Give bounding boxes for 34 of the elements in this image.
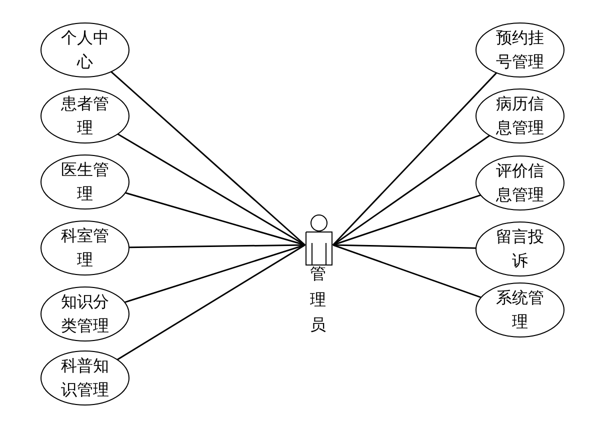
use-case-label: 知识分类管理 (60, 291, 110, 337)
association-line (332, 244, 482, 298)
actor-label: 管理员 (310, 263, 326, 336)
use-case-ellipse (475, 22, 565, 78)
use-case-ellipse (40, 88, 130, 144)
association-line (332, 134, 490, 246)
association-line (124, 244, 306, 304)
use-case-ellipse (40, 154, 130, 210)
use-case-ellipse (40, 22, 130, 78)
use-case-ellipse (475, 155, 565, 211)
association-line (332, 244, 476, 249)
use-case-label: 预约挂号管理 (495, 27, 545, 73)
association-line (332, 72, 498, 246)
use-case-ellipse (40, 286, 130, 342)
association-line (332, 194, 481, 246)
use-case-label: 医生管理 (60, 159, 110, 205)
use-case-ellipse (40, 350, 130, 406)
use-case-ellipse (475, 221, 565, 277)
use-case-label: 患者管理 (60, 93, 110, 139)
use-case-label: 科室管理 (60, 225, 110, 271)
use-case-ellipse (40, 220, 130, 276)
use-case-ellipse (475, 282, 565, 338)
association-line (125, 192, 306, 246)
association-line (128, 244, 306, 248)
use-case-label: 系统管理 (495, 287, 545, 333)
use-case-label: 个人中心 (60, 27, 110, 73)
use-case-label: 留言投诉 (495, 226, 545, 272)
association-line (116, 244, 306, 360)
use-case-label: 科普知识管理 (60, 355, 110, 401)
use-case-label: 病历信息管理 (495, 93, 545, 139)
use-case-ellipse (475, 88, 565, 144)
association-line (110, 71, 306, 246)
association-line (117, 133, 306, 246)
use-case-label: 评价信息管理 (495, 160, 545, 206)
